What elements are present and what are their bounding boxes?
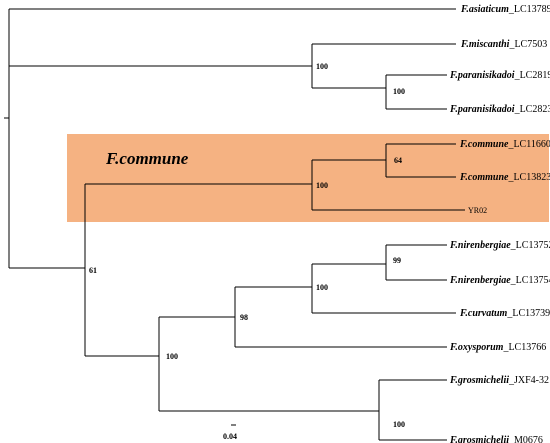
commune-clade-label: F.commune <box>105 149 189 168</box>
tip-label: YR02 <box>468 206 487 215</box>
tip-strain: _LC13754 <box>510 275 550 286</box>
tip-strain: _M0676 <box>508 435 543 443</box>
support-nir-curv: 100 <box>316 283 328 292</box>
support-nirenbergiae: 99 <box>393 256 401 265</box>
tip-genus: F.oxysporum <box>449 342 504 353</box>
tip-strain: _LC13823 <box>507 172 550 183</box>
tip-genus: F.grosmichelii <box>449 435 509 443</box>
tip-strain: _LC11660 <box>507 139 550 150</box>
tip-genus: F.nirenbergiae <box>449 275 511 286</box>
tip-genus: F.commune <box>459 172 509 183</box>
tip-genus: F.asiaticum <box>460 4 509 15</box>
tip-label: F.miscanthi_LC7503 <box>460 39 547 50</box>
support-commune-pair: 64 <box>394 156 402 165</box>
tip-strain: _LC13789 <box>508 4 550 15</box>
tip-strain: _LC13766 <box>502 342 546 353</box>
tip-strain: _LC2823 <box>514 104 550 115</box>
tip-genus: F.nirenbergiae <box>449 240 511 251</box>
support-grosmichelii: 100 <box>393 420 405 429</box>
tip-strain: _LC13752 <box>510 240 550 251</box>
tip-label: F.curvatum_LC13739 <box>459 308 550 319</box>
tip-label: F.paranisikadoi_LC2823 <box>449 104 550 115</box>
tree-branches <box>4 8 465 441</box>
tip-label: F.commune_LC13823 <box>459 172 550 183</box>
tip-label: F.commune_LC11660 <box>459 139 550 150</box>
support-oxy-group: 98 <box>240 313 248 322</box>
tip-labels: F.asiaticum_LC13789F.miscanthi_LC7503F.p… <box>449 4 550 443</box>
tip-label: F.grosmichelii_JXF4-32 <box>449 375 549 386</box>
support-paranisikadoi: 100 <box>393 87 405 96</box>
commune-clade-highlight <box>67 134 549 222</box>
support-commune-clade: 100 <box>316 181 328 190</box>
support-main-clade: 61 <box>89 266 97 275</box>
tip-strain: _JXF4-32 <box>508 375 549 386</box>
tip-label: F.oxysporum_LC13766 <box>449 342 546 353</box>
tip-genus: F.paranisikadoi <box>449 70 515 81</box>
tip-genus: F.grosmichelii <box>449 375 509 386</box>
tip-genus: F.commune <box>459 139 509 150</box>
tip-label: F.nirenbergiae_LC13754 <box>449 275 550 286</box>
tip-label: F.paranisikadoi_LC2819 <box>449 70 550 81</box>
tip-label: F.grosmichelii_M0676 <box>449 435 543 443</box>
tip-label: F.asiaticum_LC13789 <box>460 4 550 15</box>
tip-strain: _LC7503 <box>508 39 547 50</box>
tip-strain: _LC2819 <box>514 70 550 81</box>
tip-genus: F.miscanthi <box>460 39 510 50</box>
support-miscanthi-paranisikadoi: 100 <box>316 62 328 71</box>
support-oxy-gros: 100 <box>166 352 178 361</box>
tip-genus: F.paranisikadoi <box>449 104 515 115</box>
tip-genus: F.curvatum <box>459 308 508 319</box>
tip-strain: YR02 <box>468 206 487 215</box>
scale-bar-label: 0.04 <box>223 432 237 441</box>
tip-strain: _LC13739 <box>506 308 550 319</box>
tip-label: F.nirenbergiae_LC13752 <box>449 240 550 251</box>
